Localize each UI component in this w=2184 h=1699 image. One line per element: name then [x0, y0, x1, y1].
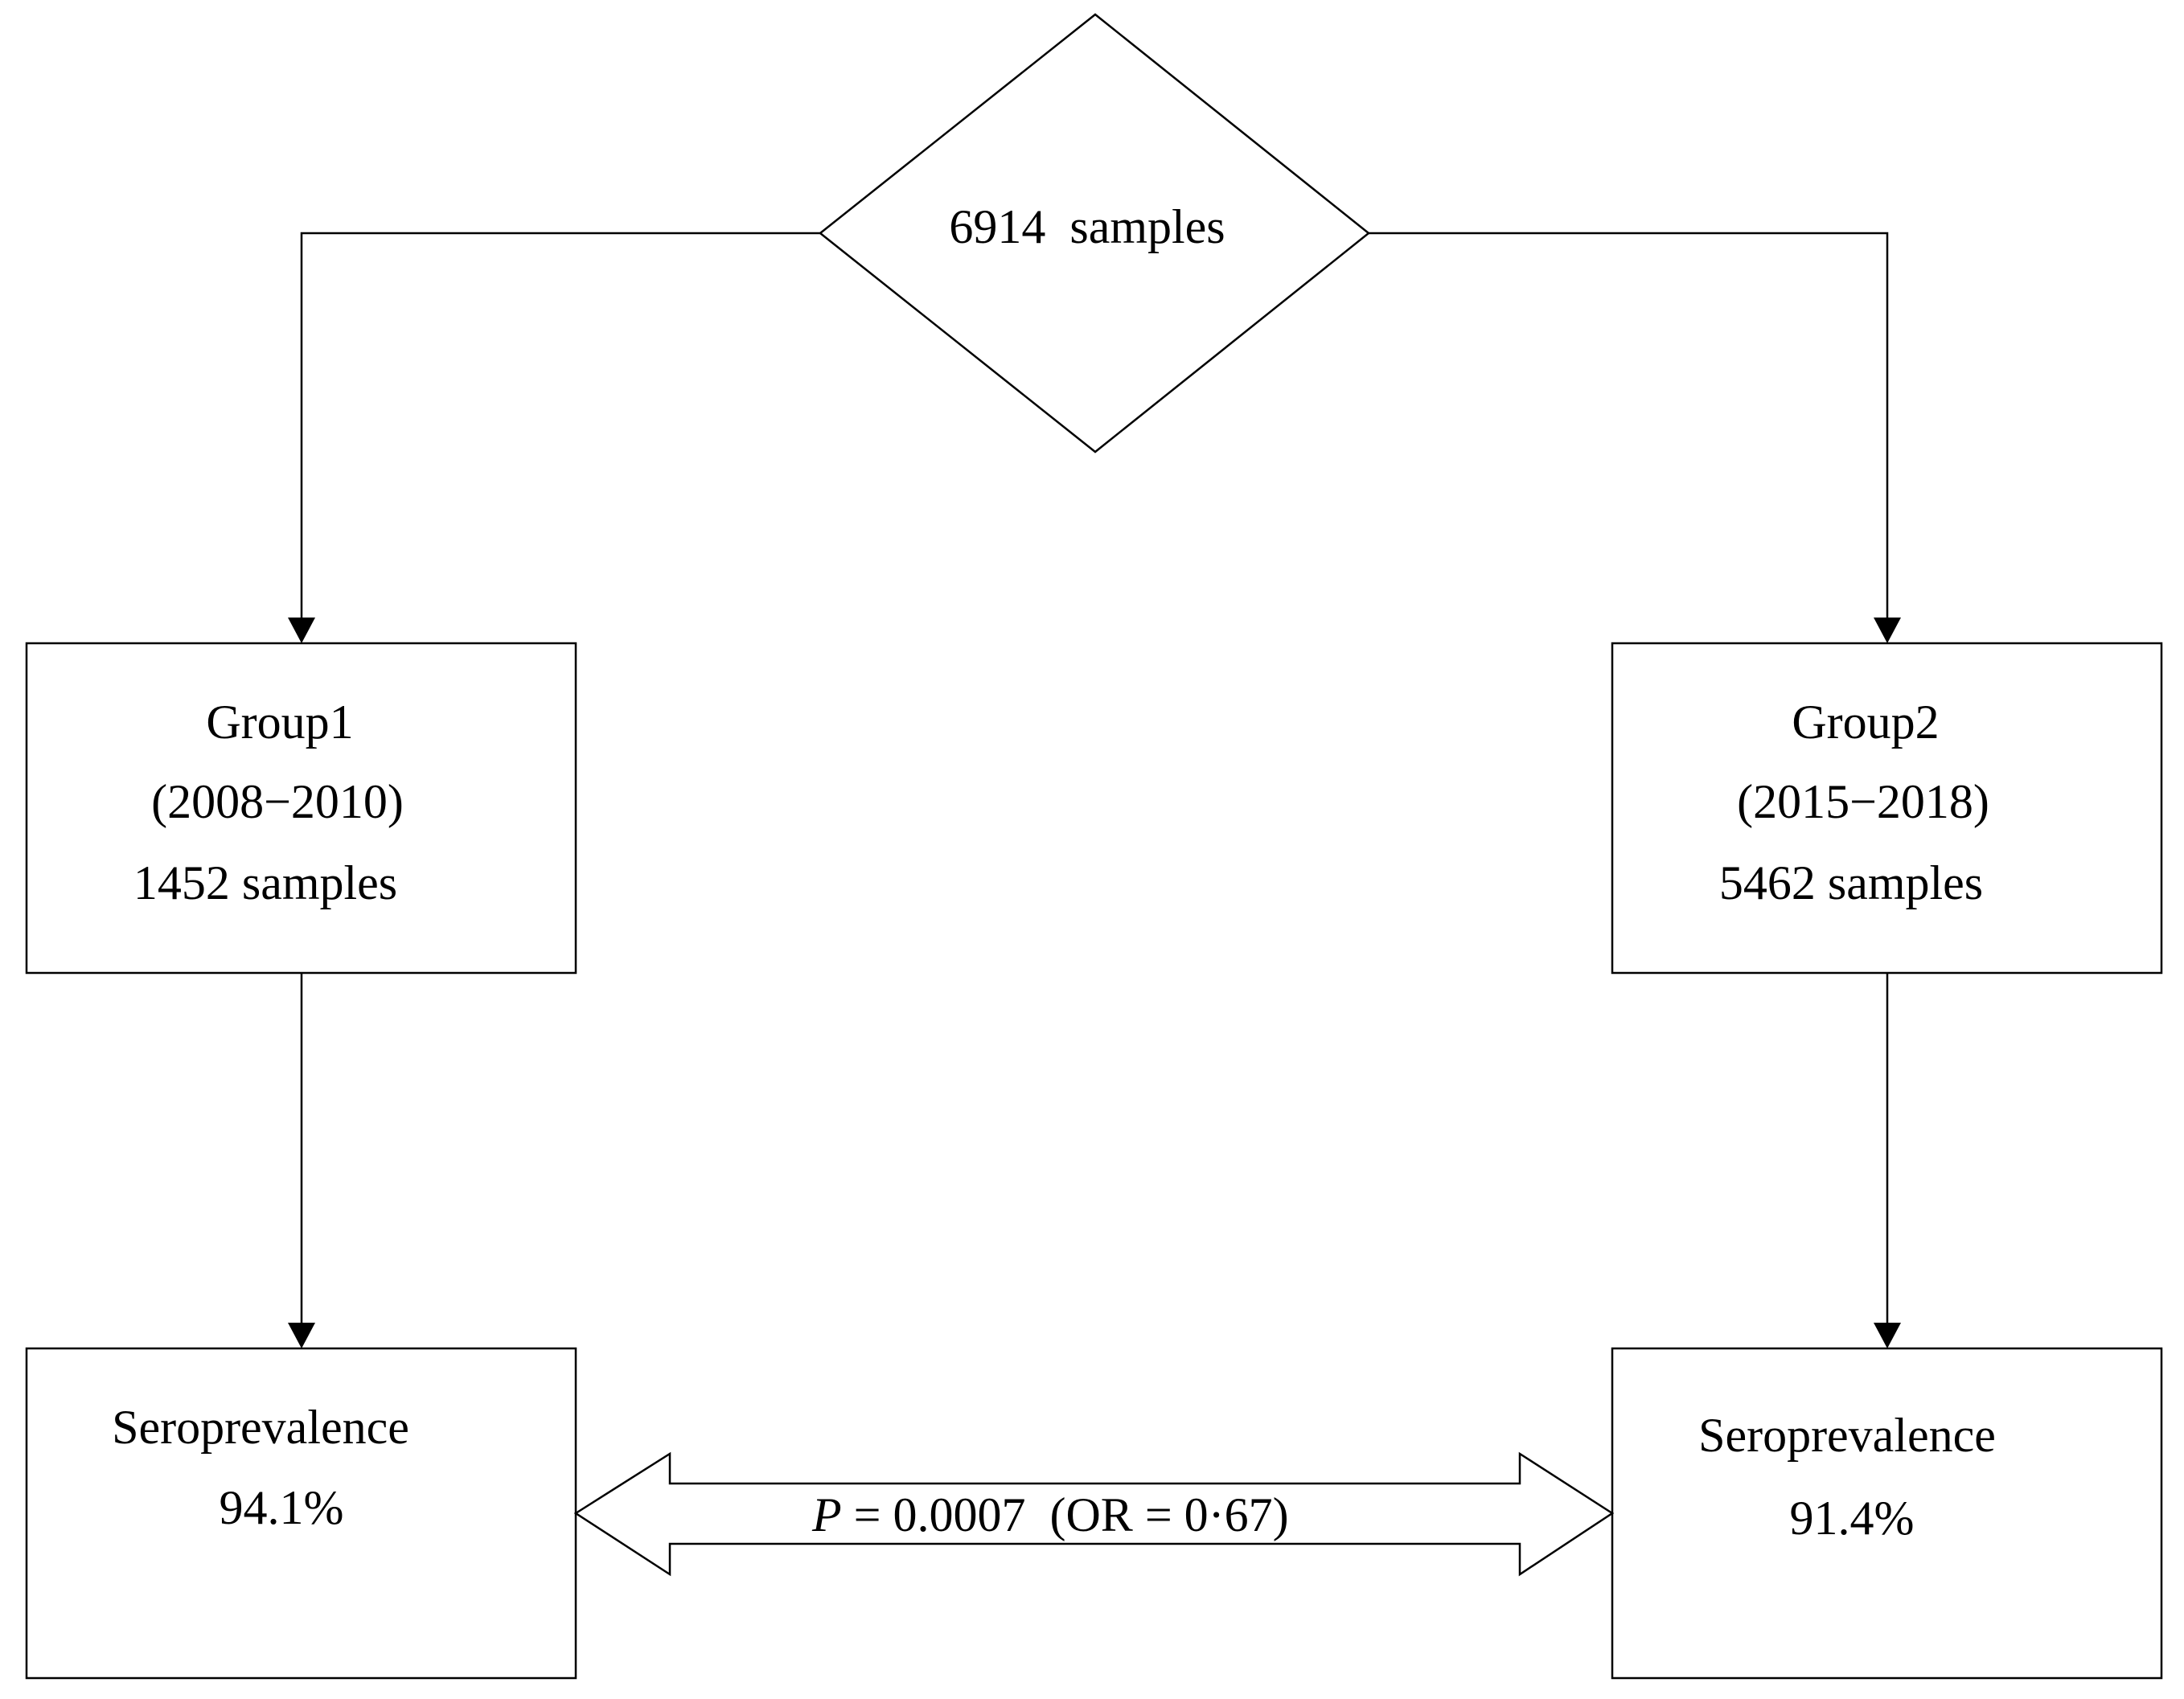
source-label: 6914 samples [949, 200, 1225, 253]
arrowhead-group2 [1874, 618, 1901, 643]
comparison-double-arrow [573, 1451, 1615, 1577]
result1-box [25, 1347, 577, 1680]
group1-name: Group1 [206, 696, 353, 749]
group1-period: (2008−2010) [151, 775, 404, 828]
result2-box [1611, 1347, 2163, 1680]
result2-label: Seroprevalence [1698, 1409, 1996, 1462]
group2-period: (2015−2018) [1737, 775, 1989, 828]
connector-to-group1 [300, 232, 820, 618]
group2-box [1611, 642, 2163, 975]
arrowhead-result1 [288, 1323, 315, 1348]
group1-samples: 1452 samples [133, 856, 397, 909]
result2-value: 91.4% [1790, 1492, 1915, 1545]
comparison-statistic: P = 0.0007 (OR = 0·67) [811, 1488, 1289, 1541]
arrowhead-group1 [288, 618, 315, 643]
result1-value: 94.1% [220, 1481, 344, 1534]
group2-name: Group2 [1792, 696, 1939, 749]
p-symbol: P [811, 1488, 842, 1541]
source-diamond [818, 13, 1371, 453]
arrowhead-result2 [1874, 1323, 1901, 1348]
group1-box [25, 642, 577, 975]
connector-to-group2 [1369, 232, 1889, 618]
group2-samples: 5462 samples [1719, 856, 1983, 909]
result1-label: Seroprevalence [112, 1401, 409, 1454]
p-value-text: = 0.0007 (OR = 0·67) [842, 1488, 1289, 1541]
